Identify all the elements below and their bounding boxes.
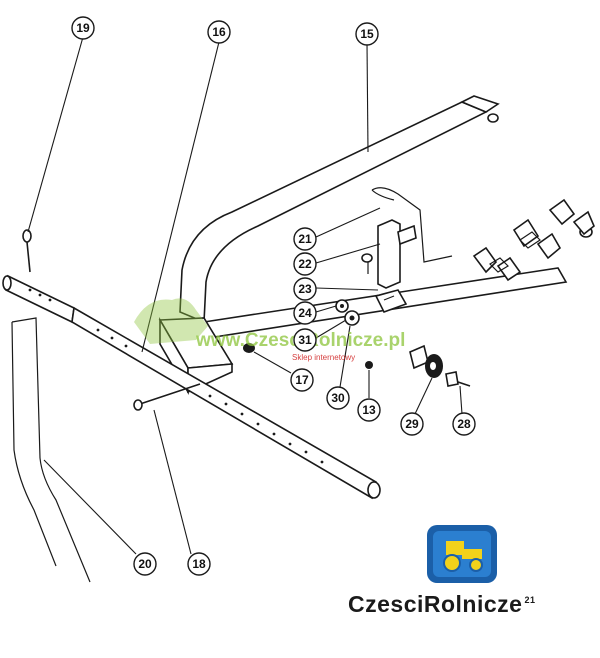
callout-label: 20: [138, 557, 152, 571]
callout-30: 30: [326, 386, 350, 410]
callout-label: 24: [298, 306, 312, 320]
tractor-icon: [443, 541, 483, 572]
bolt-part-23: [361, 253, 373, 274]
callout-18: 18: [187, 552, 211, 576]
callout-label: 15: [360, 27, 374, 41]
spring-part-21: [371, 187, 453, 263]
callout-17: 17: [290, 368, 314, 392]
callout-label: 16: [212, 25, 226, 39]
callout-label: 31: [298, 333, 312, 347]
nut-part-17: [243, 343, 255, 353]
watermark-subtext: Sklep internetowy: [292, 353, 355, 362]
callout-22: 22: [293, 252, 317, 276]
nut-part-13: [365, 361, 373, 369]
callout-label: 28: [457, 417, 471, 431]
wheel-part-29: [409, 344, 443, 378]
callout-28: 28: [452, 412, 476, 436]
callout-20: 20: [133, 552, 157, 576]
callout-16: 16: [207, 20, 231, 44]
brand-name-text: CzesciRolnicze: [348, 591, 523, 617]
callout-31: 31: [293, 328, 317, 352]
callout-15: 15: [355, 22, 379, 46]
callout-24: 24: [293, 301, 317, 325]
pin-part-19: [22, 229, 32, 273]
washer-part-24: [335, 299, 349, 313]
leader-lines: [27, 36, 463, 555]
callout-19: 19: [71, 16, 95, 40]
callout-label: 13: [362, 403, 376, 417]
callout-label: 18: [192, 557, 206, 571]
callout-13: 13: [357, 398, 381, 422]
sleeve-part-22: [377, 219, 417, 289]
plate: [374, 289, 408, 313]
brand-superscript: 21: [524, 595, 536, 606]
brand-logo: [427, 525, 497, 583]
bolt-part-28: [445, 371, 471, 387]
callout-label: 23: [298, 282, 312, 296]
callout-label: 29: [405, 417, 419, 431]
callout-label: 22: [298, 257, 312, 271]
callout-label: 21: [298, 232, 312, 246]
callout-label: 30: [331, 391, 345, 405]
washer-part-31: [344, 310, 360, 326]
callout-label: 17: [295, 373, 309, 387]
tine-part-20: [11, 317, 91, 583]
callout-29: 29: [400, 412, 424, 436]
callout-label: 19: [76, 21, 90, 35]
callout-23: 23: [293, 277, 317, 301]
bar-part-18: [2, 274, 381, 500]
callout-21: 21: [293, 227, 317, 251]
